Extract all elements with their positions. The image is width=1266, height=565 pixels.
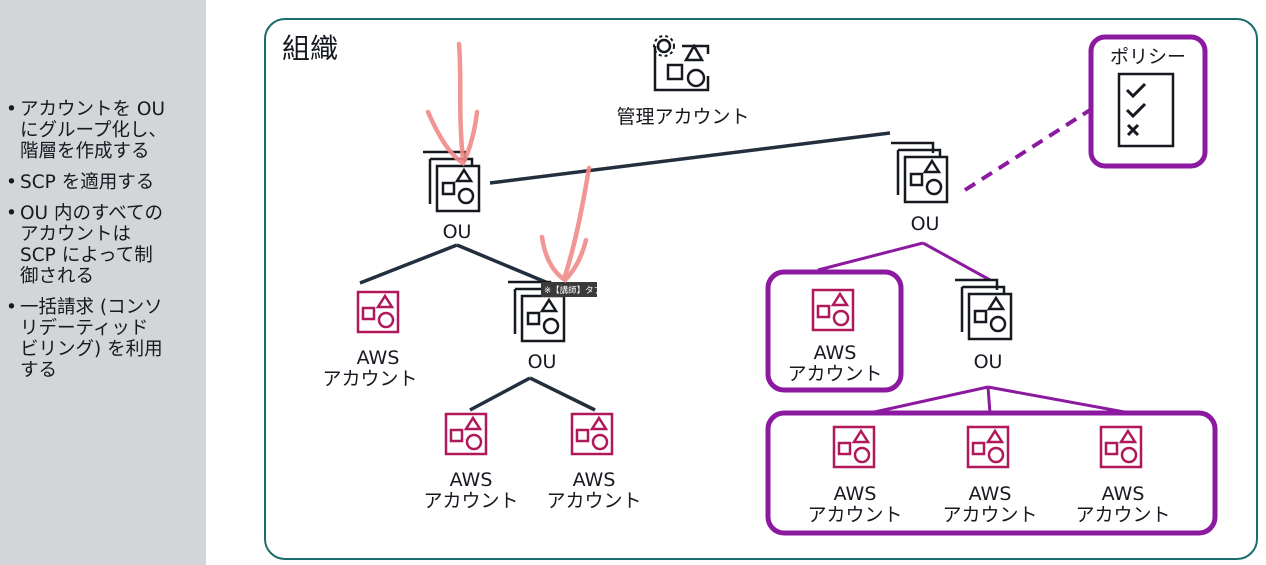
annotation-arrow-head	[539, 234, 589, 283]
aws-account-label-line1: AWS	[834, 483, 877, 505]
aws-account-label-line2: アカウント	[423, 490, 518, 512]
aws-account-node: AWS アカウント	[807, 425, 903, 526]
aws-account-icon	[1099, 425, 1143, 469]
management-account-label: 管理アカウント	[616, 106, 749, 128]
aws-account-label-line2: アカウント	[1075, 504, 1170, 526]
bullet-item-consolidated-billing: 一括請求 (コンソ リデーティッド ビリング) を利用 する	[6, 297, 204, 381]
management-account-node: 管理アカウント	[616, 35, 750, 128]
tooltip: ※【講師】タブレ...	[541, 282, 619, 297]
aws-account-node: AWS アカウント	[322, 290, 418, 390]
aws-account-icon	[811, 288, 855, 332]
aws-account-icon	[570, 412, 614, 456]
ou-icon	[953, 278, 1013, 341]
highlight-frame-account-group	[765, 410, 1218, 536]
aws-account-node: AWS アカウント	[546, 412, 642, 512]
policy-frame	[1088, 34, 1208, 169]
organization-container	[264, 18, 1258, 560]
aws-account-label-line2: アカウント	[322, 368, 417, 390]
ou-label: OU	[443, 221, 472, 243]
ou-label: OU	[974, 351, 1003, 373]
ou-label: OU	[528, 351, 557, 373]
aws-account-label-line1: AWS	[1102, 483, 1145, 505]
ou-label: OU	[911, 213, 940, 235]
ou-icon	[421, 150, 481, 213]
bullet-item-scp-control: OU 内のすべての アカウントは SCP によって制 御される	[6, 203, 204, 287]
aws-account-node: AWS アカウント	[942, 425, 1038, 526]
aws-account-label-line1: AWS	[573, 469, 616, 491]
ou-node-nested-left: OU	[506, 280, 566, 373]
aws-account-node: AWS アカウント	[1075, 425, 1171, 526]
aws-account-label-line1: AWS	[814, 342, 857, 364]
aws-account-icon	[966, 425, 1010, 469]
ou-node-left: OU	[421, 150, 481, 243]
aws-account-label-line1: AWS	[450, 469, 493, 491]
policy-label: ポリシー	[1110, 46, 1186, 68]
connector-lines	[359, 131, 891, 412]
aws-account-label-line2: アカウント	[546, 490, 641, 512]
sidebar-panel: アカウントを OU にグループ化し、 階層を作成する SCP を適用する OU …	[0, 0, 206, 565]
tooltip-text: ※【講師】タブレ...	[544, 285, 619, 296]
bullet-item-group-ou: アカウントを OU にグループ化し、 階層を作成する	[6, 99, 204, 162]
bullet-list: アカウントを OU にグループ化し、 階層を作成する SCP を適用する OU …	[6, 99, 204, 391]
aws-account-label-line2: アカウント	[942, 504, 1037, 526]
highlight-frame-account	[765, 269, 904, 393]
ou-node-nested-right: OU	[953, 278, 1013, 373]
annotation-arrow-head	[425, 109, 480, 167]
policy-node: ポリシー	[1088, 34, 1208, 169]
aws-account-node: AWS アカウント	[787, 288, 883, 385]
ou-icon	[889, 141, 949, 204]
aws-account-node: AWS アカウント	[423, 412, 519, 512]
annotation-arrow-shaft	[562, 165, 592, 279]
aws-account-icon	[444, 412, 488, 456]
ou-node-right: OU	[889, 141, 949, 235]
annotation-arrow-shaft	[456, 41, 466, 163]
aws-account-icon	[832, 425, 876, 469]
policy-checklist-icon	[1117, 72, 1175, 148]
organization-title: 組織	[282, 32, 338, 65]
aws-account-icon	[356, 290, 400, 334]
aws-account-label-line2: アカウント	[787, 363, 882, 385]
policy-connector-lines	[817, 108, 1131, 415]
bullet-item-apply-scp: SCP を適用する	[6, 172, 204, 193]
aws-account-label-line1: AWS	[357, 347, 400, 369]
pen-annotations	[425, 41, 592, 283]
aws-account-label-line2: アカウント	[807, 504, 902, 526]
aws-account-label-line1: AWS	[969, 483, 1012, 505]
management-account-icon	[653, 35, 710, 92]
